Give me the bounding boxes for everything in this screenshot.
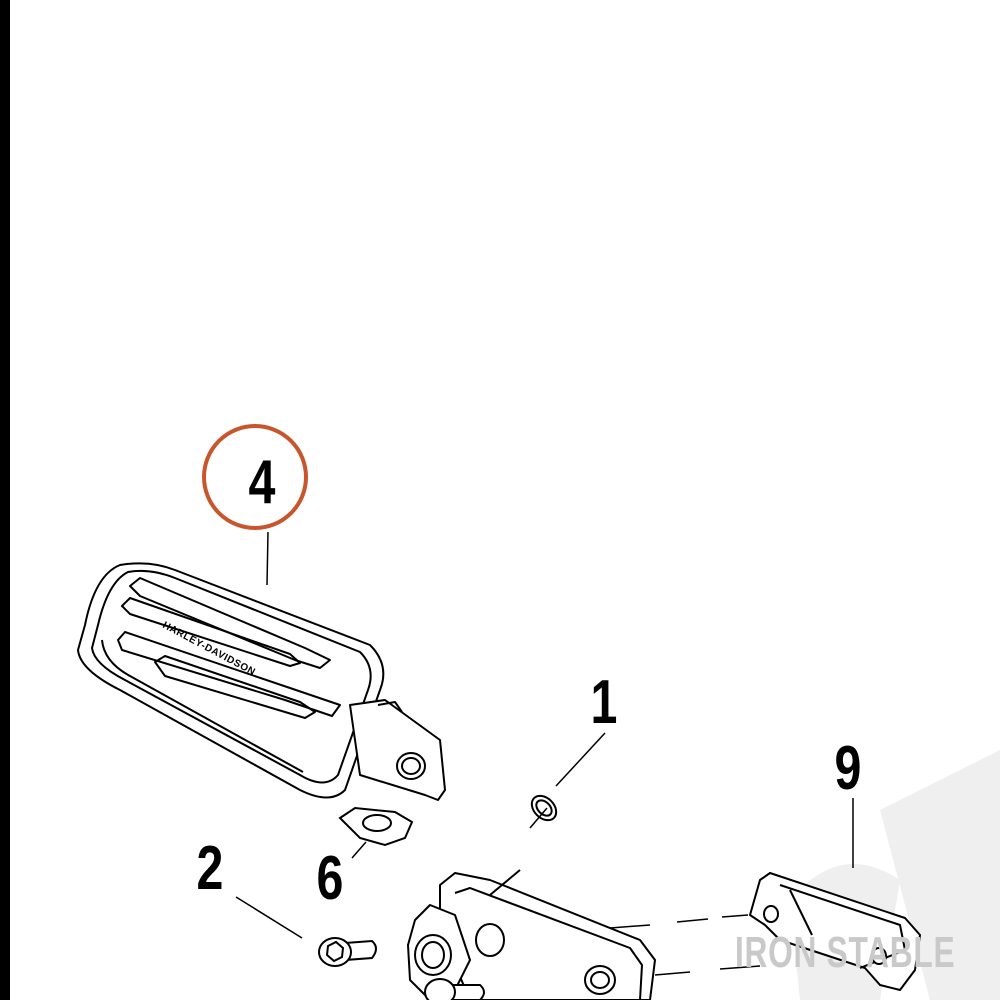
leader-line-6 bbox=[351, 841, 367, 859]
footpeg: HARLEY-DAVIDSON bbox=[77, 562, 446, 801]
callout-1: 1 bbox=[590, 668, 618, 737]
callout-4: 4 bbox=[248, 448, 276, 517]
callout-6: 6 bbox=[316, 844, 344, 913]
leader-line-washer bbox=[529, 807, 548, 829]
leader-line-4 bbox=[266, 531, 269, 586]
dash-line-upper bbox=[609, 914, 749, 929]
left-border bbox=[0, 0, 10, 1000]
clamp-bracket bbox=[749, 872, 921, 991]
callout-2: 2 bbox=[196, 834, 224, 903]
retaining-ring bbox=[530, 794, 558, 822]
socket-bolt bbox=[318, 937, 377, 967]
mount-bracket bbox=[407, 869, 656, 1000]
leader-line-1 bbox=[555, 732, 606, 787]
highlight-circle bbox=[202, 424, 308, 530]
shim-washer bbox=[338, 806, 414, 847]
leader-line-2 bbox=[235, 896, 303, 939]
callout-9: 9 bbox=[834, 734, 862, 803]
watermark-text: IRON STABLE bbox=[735, 928, 956, 977]
dash-line-lower bbox=[654, 965, 761, 976]
leader-lines bbox=[235, 531, 854, 976]
